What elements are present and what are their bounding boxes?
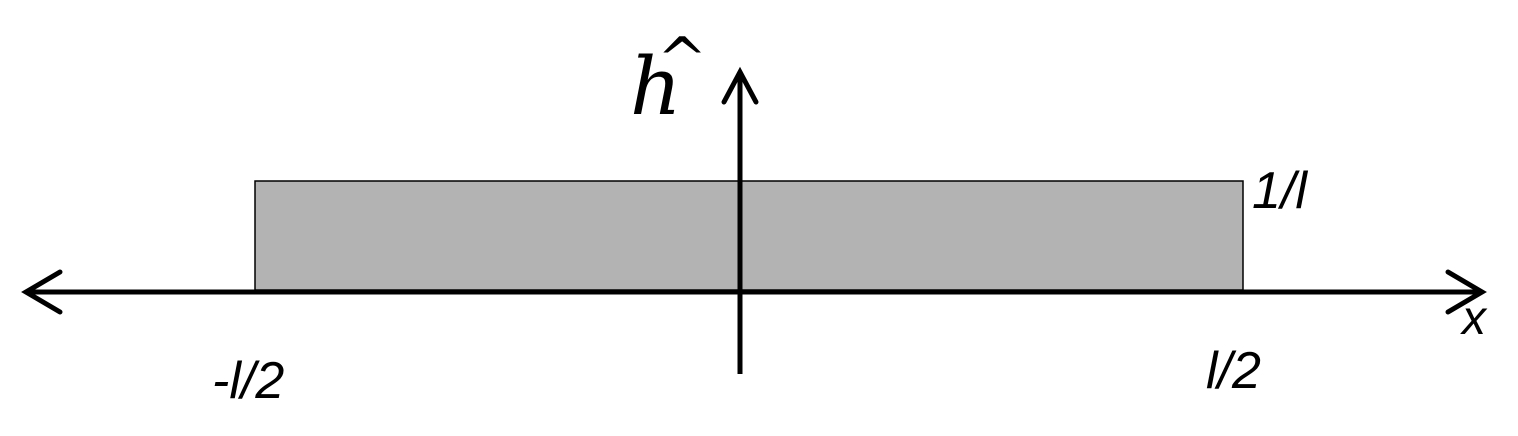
right-bound-label: l/2 [1206,342,1261,400]
y-axis-arrowhead [721,66,759,105]
x-axis-label: x [1460,292,1488,345]
x-axis-right-arrowhead [1445,269,1487,315]
y-axis-label: h [630,40,682,133]
x-axis-left-arrowhead [21,269,63,315]
y-axis-label-hat: ^ [657,25,707,95]
height-label: 1/l [1252,162,1308,220]
box-function-region [254,180,1244,291]
left-bound-label: -l/2 [212,352,284,410]
